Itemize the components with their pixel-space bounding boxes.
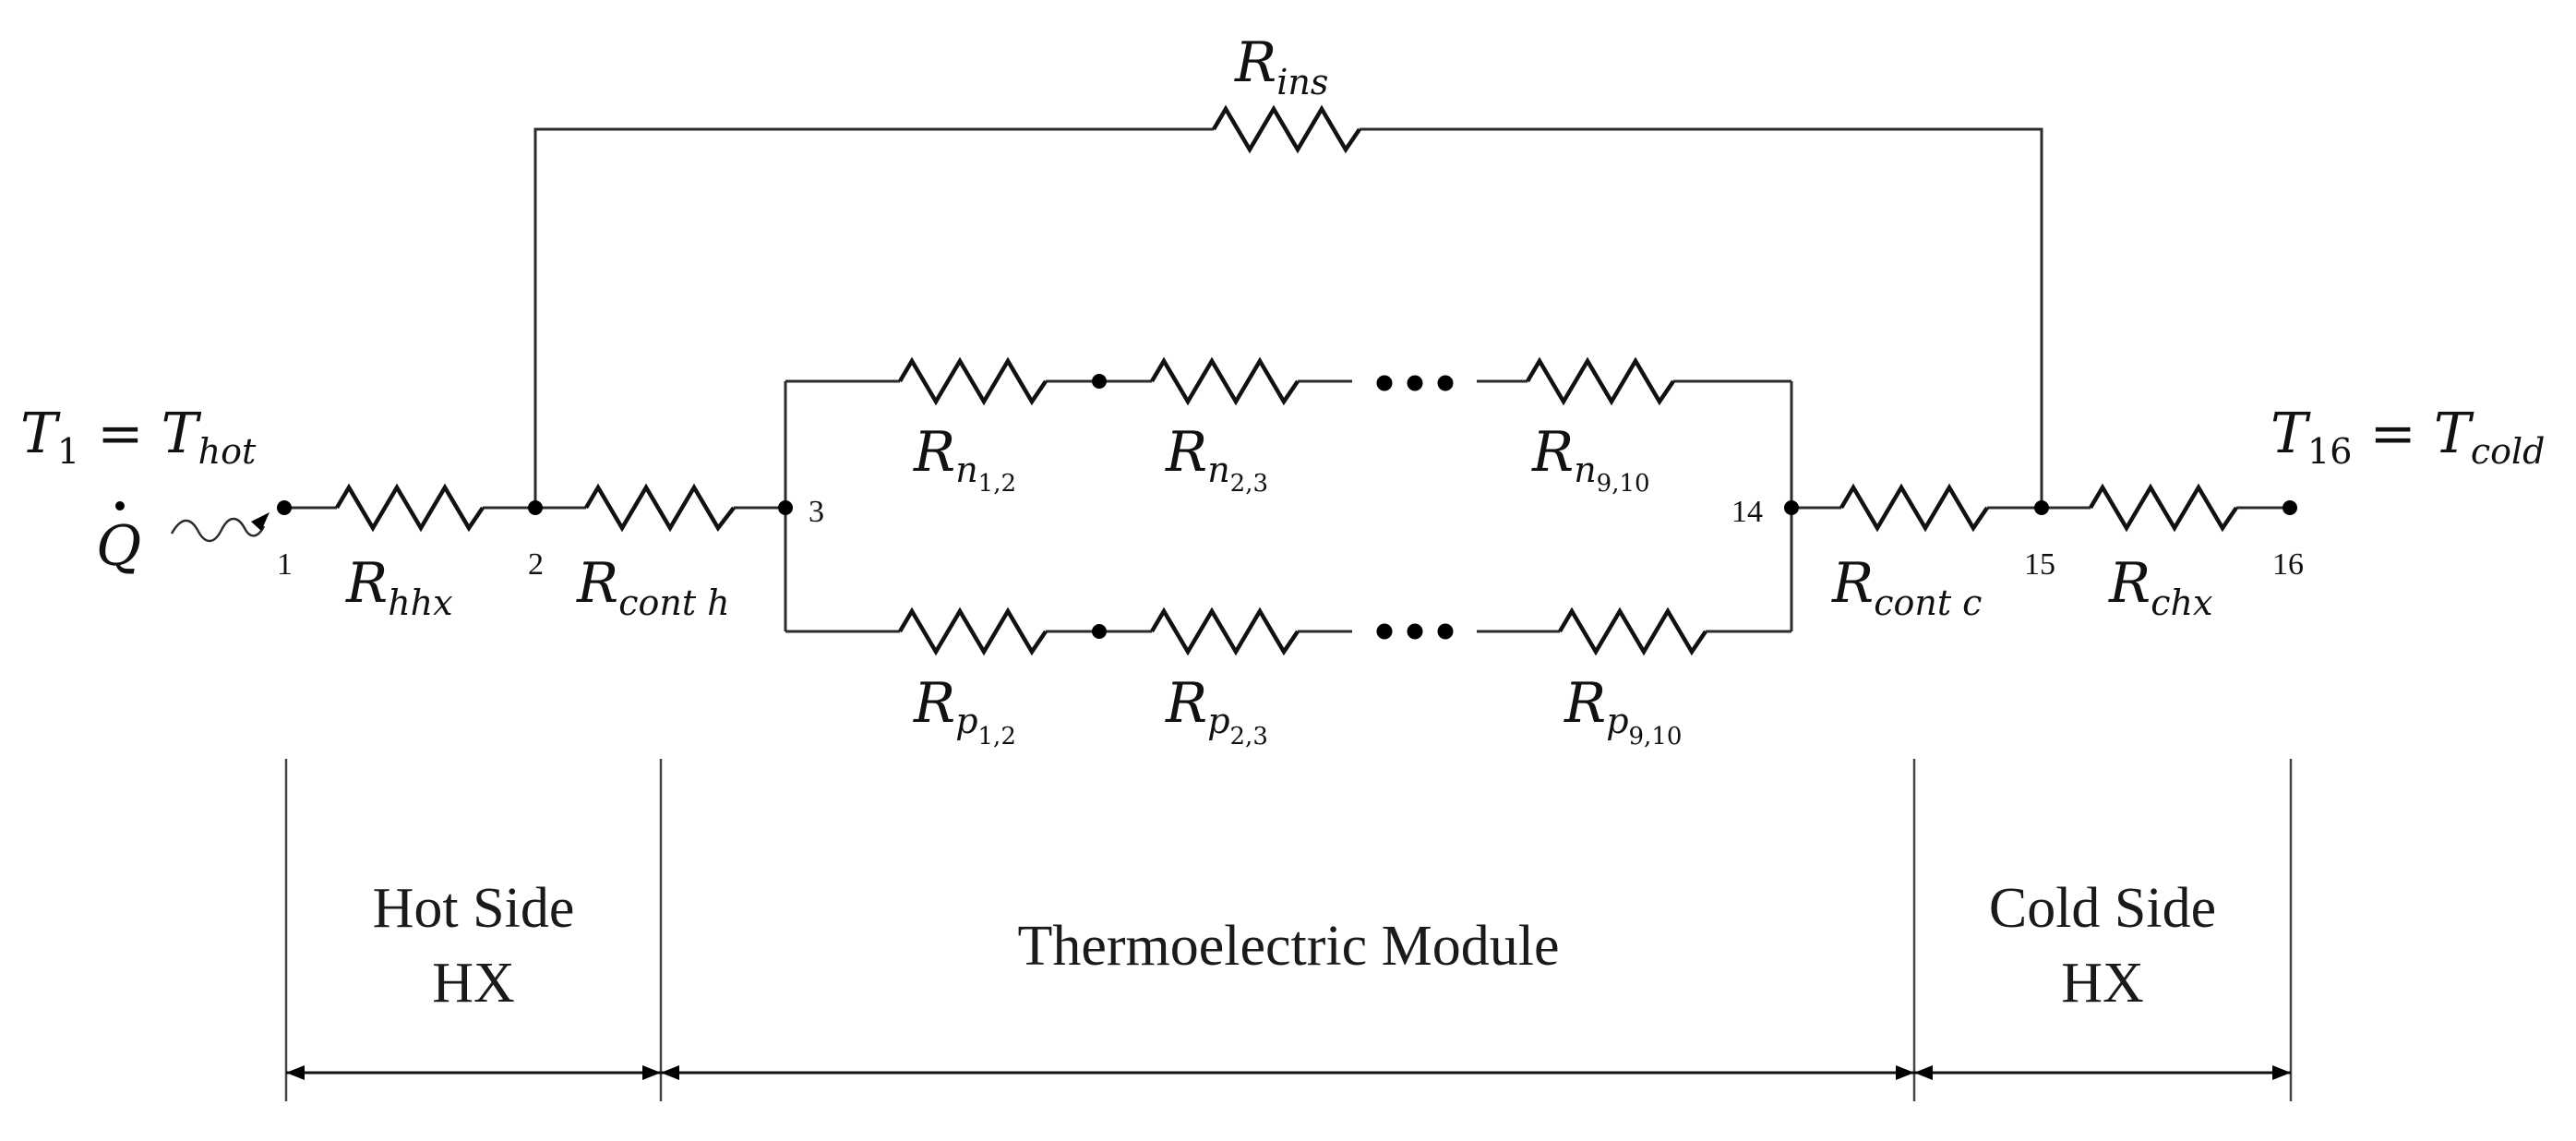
resistor-n910 xyxy=(1526,356,1675,406)
resistor-hhx xyxy=(335,483,485,533)
node-dot-16 xyxy=(2282,500,2297,515)
node-dot-14 xyxy=(1784,500,1799,515)
label-r-p910: Rp9,10 xyxy=(1564,671,1682,751)
node-label-3: 3 xyxy=(809,495,824,529)
dimension-arrows xyxy=(286,1065,2291,1080)
label-r-n910: Rn9,10 xyxy=(1531,420,1650,498)
resistor-n23 xyxy=(1150,356,1300,406)
section-hot-line1: Hot Side xyxy=(373,877,575,940)
resistor-p23 xyxy=(1150,607,1300,656)
label-r-cont-c: Rcont c xyxy=(1831,551,1982,623)
node-dot-p-mid xyxy=(1092,624,1107,639)
section-bars xyxy=(284,759,2293,1101)
node-label-14: 14 xyxy=(1731,495,1763,529)
label-r-p23: Rp2,3 xyxy=(1165,671,1268,751)
wire-ins-left xyxy=(533,127,1214,508)
resistor-cont-h xyxy=(584,483,736,533)
resistor-n12 xyxy=(898,356,1048,406)
resistor-cont-c xyxy=(1839,483,1989,533)
node-dot-3 xyxy=(778,500,793,515)
resistor-chx xyxy=(2089,483,2238,533)
section-module: Thermoelectric Module xyxy=(1017,915,1559,978)
node-label-2: 2 xyxy=(528,547,544,582)
label-r-cont-h: Rcont h xyxy=(576,551,730,623)
label-r-n12: Rn1,2 xyxy=(913,420,1016,498)
ellipsis-n xyxy=(1376,375,1454,391)
q-dot-mark xyxy=(115,501,125,510)
resistor-ins xyxy=(1212,104,1361,154)
label-r-chx: Rchx xyxy=(2108,551,2212,623)
node-dot-15 xyxy=(2034,500,2049,515)
resistor-symbols xyxy=(335,104,2238,656)
node-dot-2 xyxy=(528,500,543,515)
label-q-dot: Q xyxy=(96,514,141,579)
label-r-n23: Rn2,3 xyxy=(1165,420,1268,498)
heat-input-arrow xyxy=(170,512,270,543)
ellipsis-p xyxy=(1376,623,1454,640)
node-dots xyxy=(277,374,2297,639)
node-label-15: 15 xyxy=(2024,547,2055,582)
label-t-cold: T16 = Tcold xyxy=(2270,402,2545,472)
label-r-p12: Rp1,2 xyxy=(913,671,1016,751)
resistor-p12 xyxy=(898,607,1048,656)
node-label-1: 1 xyxy=(277,547,293,582)
label-t-hot: T1 = Thot xyxy=(20,402,257,472)
node-dot-n-mid xyxy=(1092,374,1107,389)
section-cold-line1: Cold Side xyxy=(1989,877,2216,940)
wire-ins-right xyxy=(1360,127,2043,508)
label-r-ins: Rins xyxy=(1234,30,1328,102)
node-dot-1 xyxy=(277,500,292,515)
node-label-16: 16 xyxy=(2272,547,2304,582)
label-r-hhx: Rhhx xyxy=(345,551,453,623)
section-cold-line2: HX xyxy=(2061,952,2144,1015)
section-hot-line2: HX xyxy=(432,952,515,1015)
resistor-p910 xyxy=(1558,607,1707,656)
